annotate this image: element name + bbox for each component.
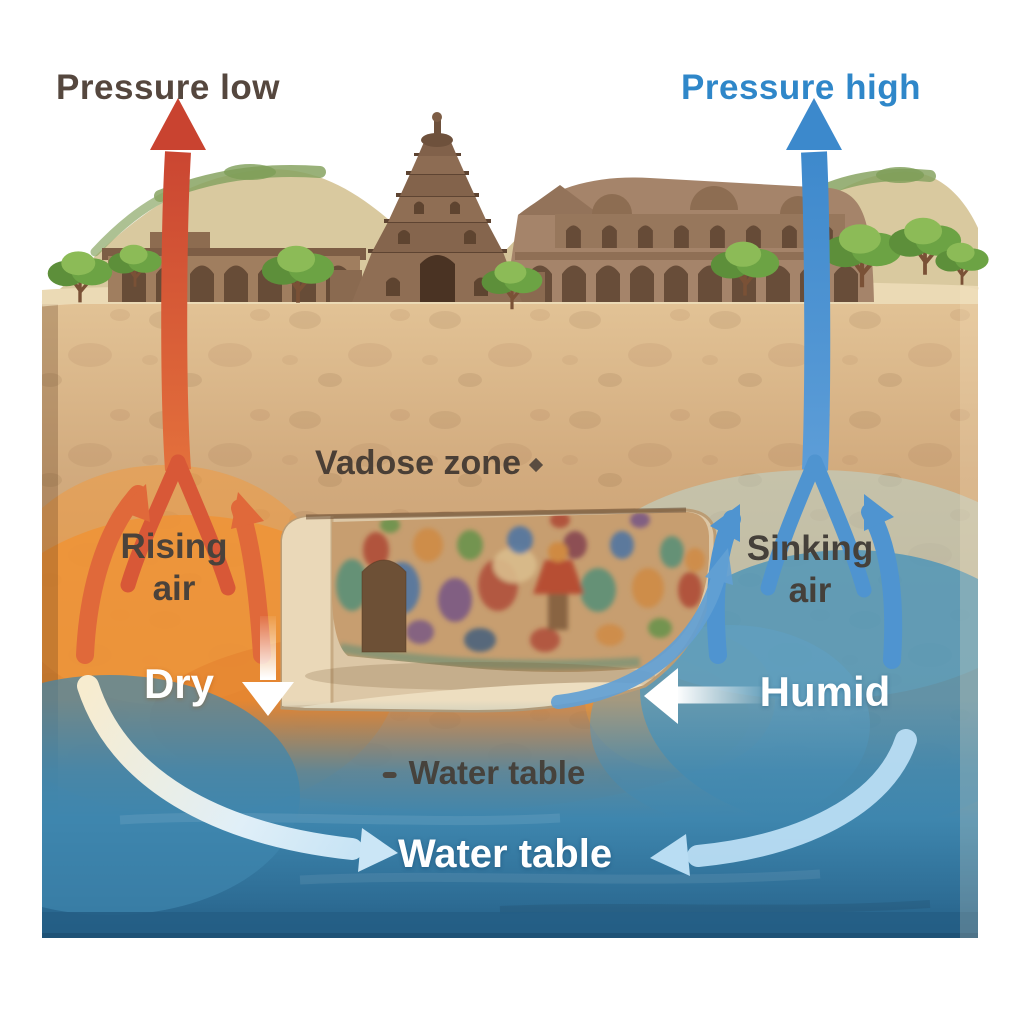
- rising-air-label: Rising air: [121, 526, 228, 610]
- cave-niche: [361, 559, 407, 653]
- water-table-lower-label: Water table: [397, 832, 613, 876]
- rising-air-line2: air: [152, 569, 196, 608]
- humid-label: Humid: [759, 668, 891, 715]
- pressure-low-arrow: [120, 98, 236, 596]
- water-table-upper-label: Water table: [382, 754, 586, 792]
- water-table-arrow-left: [77, 675, 398, 872]
- pressure-high-label: Pressure high: [681, 68, 921, 107]
- rising-air-arrow-left: [76, 484, 150, 664]
- sinking-air-label: Sinking air: [747, 528, 873, 612]
- airflow-arrows: [76, 98, 917, 876]
- vadose-zone-marker: [528, 457, 544, 473]
- painted-cave: [280, 507, 717, 713]
- vadose-zone-text: Vadose zone: [315, 444, 521, 482]
- pressure-low-label: Pressure low: [56, 68, 280, 107]
- gopuram-tower: [330, 112, 545, 302]
- cave-circulation-arrow: [551, 548, 733, 709]
- pressure-high-arrow: [760, 98, 872, 598]
- sinking-air-arrow-right: [861, 494, 903, 669]
- dry-arrow: [242, 616, 294, 716]
- sinking-air-line2: air: [788, 571, 832, 610]
- dry-label: Dry: [143, 660, 215, 707]
- rising-air-line1: Rising: [120, 527, 228, 566]
- vadose-zone-label: Vadose zone: [315, 444, 544, 483]
- water-table-upper-text: Water table: [408, 754, 586, 791]
- water-table-arrow-right: [650, 729, 917, 876]
- water-table-marker: [382, 772, 397, 778]
- sinking-air-line1: Sinking: [746, 529, 874, 568]
- humid-arrow: [644, 668, 766, 724]
